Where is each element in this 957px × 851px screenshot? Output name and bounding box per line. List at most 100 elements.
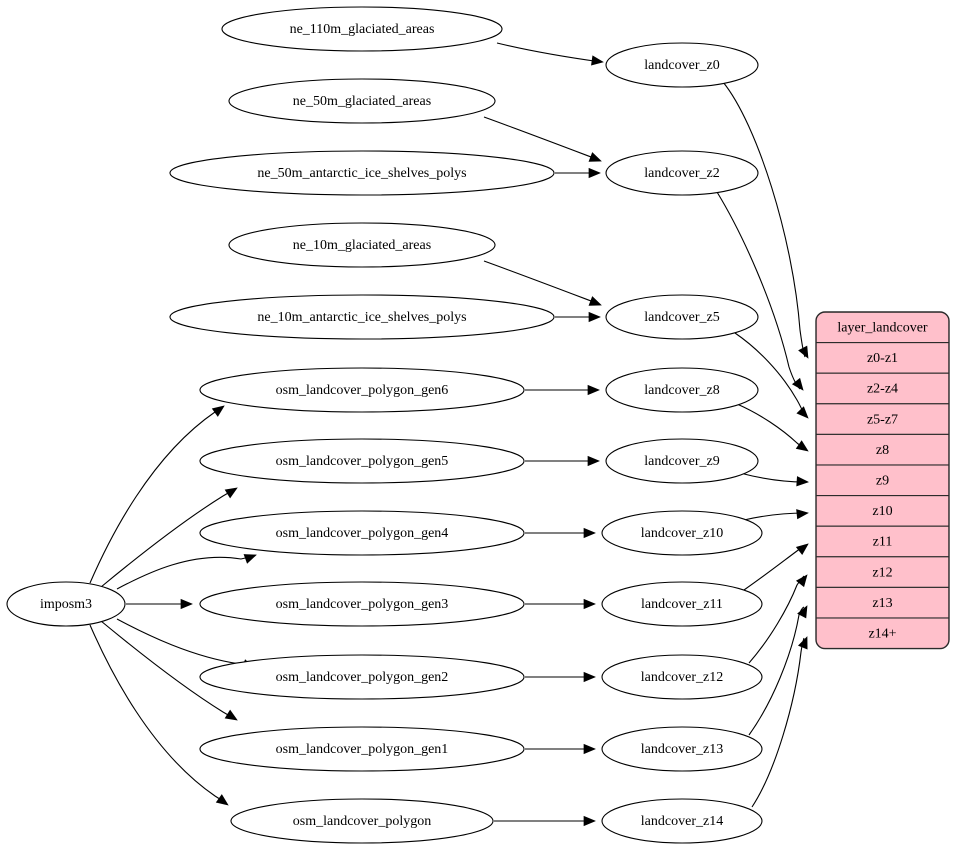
arrow-head-icon xyxy=(796,406,809,419)
node-ellipse-shape xyxy=(601,654,763,700)
table-row-cell xyxy=(816,586,949,619)
node-landcover_z12[interactable]: landcover_z12 xyxy=(601,654,763,700)
edge-imposm3-to-osm_landcover_polygon_gen2 xyxy=(116,618,253,668)
edge-landcover_z8-to-row_z8 xyxy=(736,403,806,451)
arrow-head-icon xyxy=(587,384,600,396)
table-row-z12[interactable]: z12 xyxy=(816,556,949,588)
node-ellipse-shape xyxy=(605,367,759,413)
node-ellipse-shape xyxy=(605,294,759,340)
node-ellipse-shape xyxy=(221,6,503,52)
edge-imposm3-to-osm_landcover_polygon_gen6 xyxy=(89,407,223,584)
edge-landcover_z5-to-row_z5_z7 xyxy=(734,332,806,417)
node-ellipse-shape xyxy=(230,798,494,844)
arrow-head-icon xyxy=(583,743,596,755)
node-ellipse-shape xyxy=(601,726,763,772)
node-ne_50m_glaciated_areas[interactable]: ne_50m_glaciated_areas xyxy=(228,78,496,124)
arrow-head-icon xyxy=(215,794,229,806)
edge-landcover_z2-to-row_z2_z4 xyxy=(716,191,801,390)
node-ellipse-shape xyxy=(601,510,763,556)
table-row-cell xyxy=(816,433,949,466)
node-landcover_z8[interactable]: landcover_z8 xyxy=(605,367,759,413)
node-ellipse-shape xyxy=(605,42,759,88)
table-row-cell xyxy=(816,464,949,497)
table-row-z5-z7[interactable]: z5-z7 xyxy=(816,403,949,435)
table-header[interactable]: layer_landcover xyxy=(816,312,949,344)
node-landcover_z9[interactable]: landcover_z9 xyxy=(605,438,759,484)
arrow-head-icon xyxy=(795,440,809,452)
table-row-z0-z1[interactable]: z0-z1 xyxy=(816,342,949,374)
node-imposm3[interactable]: imposm3 xyxy=(6,581,126,627)
node-landcover_z14[interactable]: landcover_z14 xyxy=(601,798,763,844)
node-landcover_z13[interactable]: landcover_z13 xyxy=(601,726,763,772)
edge-imposm3-to-osm_landcover_polygon_gen1 xyxy=(100,620,236,720)
arrow-head-icon xyxy=(795,543,809,556)
layer-landcover-table: layer_landcoverz0-z1z2-z4z5-z7z8z9z10z11… xyxy=(815,311,950,650)
arrow-head-icon xyxy=(797,636,808,650)
table-row-cell xyxy=(816,495,949,527)
arrow-head-icon xyxy=(796,476,809,487)
layer-landcover-rows: layer_landcoverz0-z1z2-z4z5-z7z8z9z10z11… xyxy=(816,312,949,649)
arrow-head-icon xyxy=(588,152,602,162)
table-row-z9[interactable]: z9 xyxy=(816,464,949,497)
table-row-z13[interactable]: z13 xyxy=(816,586,949,619)
node-ellipse-shape xyxy=(605,150,759,196)
edge-landcover_z0-to-row_z0_z1 xyxy=(722,81,806,358)
table-row-z14+[interactable]: z14+ xyxy=(816,617,949,649)
arrow-head-icon xyxy=(224,487,238,499)
edge-ne_110m_glaciated_areas-to-landcover_z0 xyxy=(496,42,602,63)
node-osm_landcover_polygon[interactable]: osm_landcover_polygon xyxy=(230,798,494,844)
edge-landcover_z13-to-row_z13 xyxy=(748,606,805,736)
node-landcover_z11[interactable]: landcover_z11 xyxy=(601,581,763,627)
edge-imposm3-to-osm_landcover_polygon_gen4 xyxy=(116,555,255,590)
node-ne_10m_antarctic_ice_shelves_polys[interactable]: ne_10m_antarctic_ice_shelves_polys xyxy=(169,294,555,340)
table-row-cell xyxy=(816,372,949,405)
arrow-head-icon xyxy=(583,527,596,539)
table-row-z10[interactable]: z10 xyxy=(816,495,949,527)
node-landcover_z2[interactable]: landcover_z2 xyxy=(605,150,759,196)
node-ne_50m_antarctic_ice_shelves_polys[interactable]: ne_50m_antarctic_ice_shelves_polys xyxy=(169,150,555,196)
node-ellipse-shape xyxy=(169,294,555,340)
node-ellipse-shape xyxy=(169,150,555,196)
table-row-cell xyxy=(816,525,949,558)
edge-landcover_z12-to-row_z12 xyxy=(748,575,805,664)
arrow-head-icon xyxy=(583,671,596,683)
arrow-head-icon xyxy=(591,55,604,66)
edge-imposm3-to-osm_landcover_polygon xyxy=(89,624,227,804)
node-ellipse-shape xyxy=(199,510,525,556)
arrow-head-icon xyxy=(798,345,809,359)
node-landcover_z10[interactable]: landcover_z10 xyxy=(601,510,763,556)
node-landcover_z5[interactable]: landcover_z5 xyxy=(605,294,759,340)
arrow-head-icon xyxy=(588,167,601,179)
arrow-head-icon xyxy=(791,377,804,391)
node-ellipse-shape xyxy=(228,222,496,268)
node-osm_landcover_polygon_gen2[interactable]: osm_landcover_polygon_gen2 xyxy=(199,654,525,700)
nodes-layer: imposm3 ne_110m_glaciated_areas ne_50m_gla… xyxy=(6,6,763,844)
arrow-head-icon xyxy=(588,296,602,306)
node-ellipse-shape xyxy=(6,581,126,627)
arrow-head-icon xyxy=(795,574,808,588)
table-row-z8[interactable]: z8 xyxy=(816,433,949,466)
table-row-cell xyxy=(816,556,949,588)
node-ellipse-shape xyxy=(605,438,759,484)
node-ellipse-shape xyxy=(199,581,525,627)
node-landcover_z0[interactable]: landcover_z0 xyxy=(605,42,759,88)
node-ne_110m_glaciated_areas[interactable]: ne_110m_glaciated_areas xyxy=(221,6,503,52)
edge-imposm3-to-osm_landcover_polygon_gen5 xyxy=(100,488,236,588)
arrow-head-icon xyxy=(583,815,596,827)
arrow-head-icon xyxy=(583,598,596,610)
table-row-cell xyxy=(816,342,949,374)
arrow-head-icon xyxy=(796,509,809,520)
arrow-head-icon xyxy=(180,598,193,610)
node-osm_landcover_polygon_gen4[interactable]: osm_landcover_polygon_gen4 xyxy=(199,510,525,556)
node-osm_landcover_polygon_gen6[interactable]: osm_landcover_polygon_gen6 xyxy=(199,367,525,413)
table-row-z11[interactable]: z11 xyxy=(816,525,949,558)
node-ne_10m_glaciated_areas[interactable]: ne_10m_glaciated_areas xyxy=(228,222,496,268)
node-ellipse-shape xyxy=(199,654,525,700)
node-osm_landcover_polygon_gen1[interactable]: osm_landcover_polygon_gen1 xyxy=(199,726,525,772)
table-row-cell xyxy=(816,403,949,435)
table-row-z2-z4[interactable]: z2-z4 xyxy=(816,372,949,405)
node-osm_landcover_polygon_gen5[interactable]: osm_landcover_polygon_gen5 xyxy=(199,438,525,484)
node-osm_landcover_polygon_gen3[interactable]: osm_landcover_polygon_gen3 xyxy=(199,581,525,627)
arrow-head-icon xyxy=(211,405,225,417)
